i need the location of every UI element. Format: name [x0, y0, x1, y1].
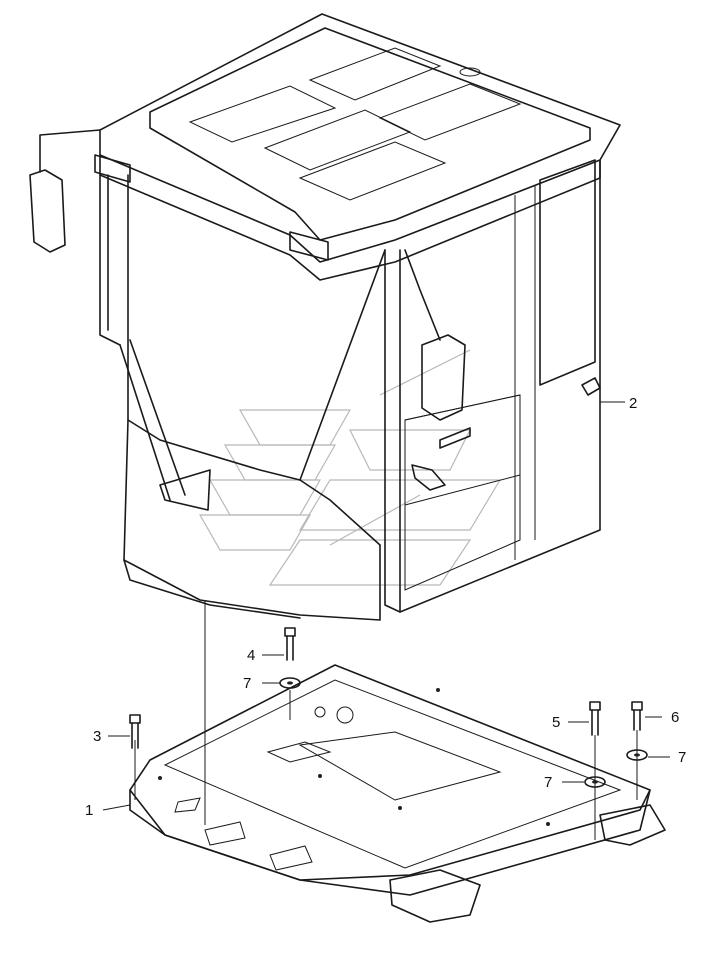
callout-2: 2: [629, 395, 637, 412]
washer-part-7-upper: [279, 677, 301, 689]
washer-part-7-right-lower: [584, 776, 606, 788]
cab-assembly: [29, 13, 621, 621]
callout-3: 3: [93, 728, 101, 745]
callout-1: 1: [85, 802, 93, 819]
callout-7-upper: 7: [243, 675, 251, 692]
callout-7-lower: 7: [544, 774, 552, 791]
washer-part-7-right-upper: [626, 749, 648, 761]
callout-labels: 1 2 3 4 5 6 7 7 7: [85, 395, 686, 819]
callout-4: 4: [247, 647, 255, 664]
callout-7-right: 7: [678, 749, 686, 766]
watermark-logo: [198, 349, 502, 586]
bolt-part-6: [631, 701, 643, 731]
bolt-part-3: [129, 714, 141, 749]
callout-leaders: [102, 401, 670, 811]
alignment-lines: [134, 600, 638, 840]
callout-6: 6: [671, 709, 679, 726]
bolt-part-5: [589, 701, 601, 736]
callout-5: 5: [552, 714, 560, 731]
mounting-base-plate: [129, 664, 666, 923]
bolt-part-4: [284, 627, 296, 661]
